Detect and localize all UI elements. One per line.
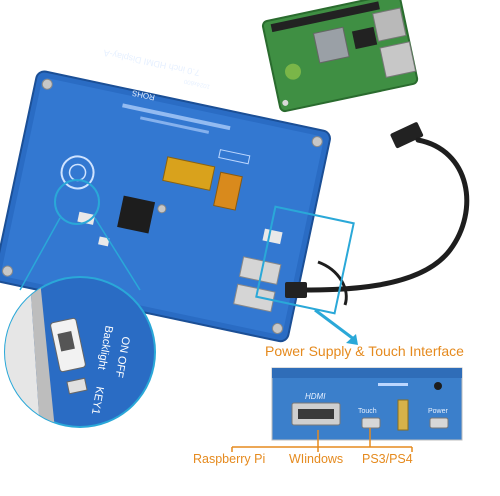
interface-port-touch: Touch (358, 408, 377, 415)
switch-highlight-circle (54, 179, 100, 225)
label-raspberry-pi: Raspberry Pi (193, 452, 266, 466)
magnifier-line-2 (94, 217, 141, 291)
label-ps3-ps4: PS3/PS4 (362, 452, 413, 466)
magnifier-label-key1: KEY1 (89, 386, 106, 416)
magnifier-line-1 (19, 217, 61, 291)
port-highlight-box (255, 205, 355, 315)
board-title-text: 7.0 inch HDMI Display-A (103, 48, 201, 78)
board-small-text: 1024x600 (183, 78, 211, 89)
interface-port-power: Power (428, 408, 449, 415)
display-board (0, 70, 331, 343)
raspberry-pi-board (261, 0, 419, 113)
interface-port-hdmi: HDMI (305, 392, 326, 401)
magnifier (4, 276, 156, 428)
callout-arrow (314, 308, 356, 342)
usb-cable (317, 260, 348, 306)
label-windows: WIindows (289, 452, 344, 466)
callout-arrowhead (346, 334, 358, 345)
interface-zoom-panel (271, 367, 463, 441)
label-connector-lines (231, 428, 413, 452)
interface-title: Power Supply & Touch Interface (265, 343, 464, 359)
